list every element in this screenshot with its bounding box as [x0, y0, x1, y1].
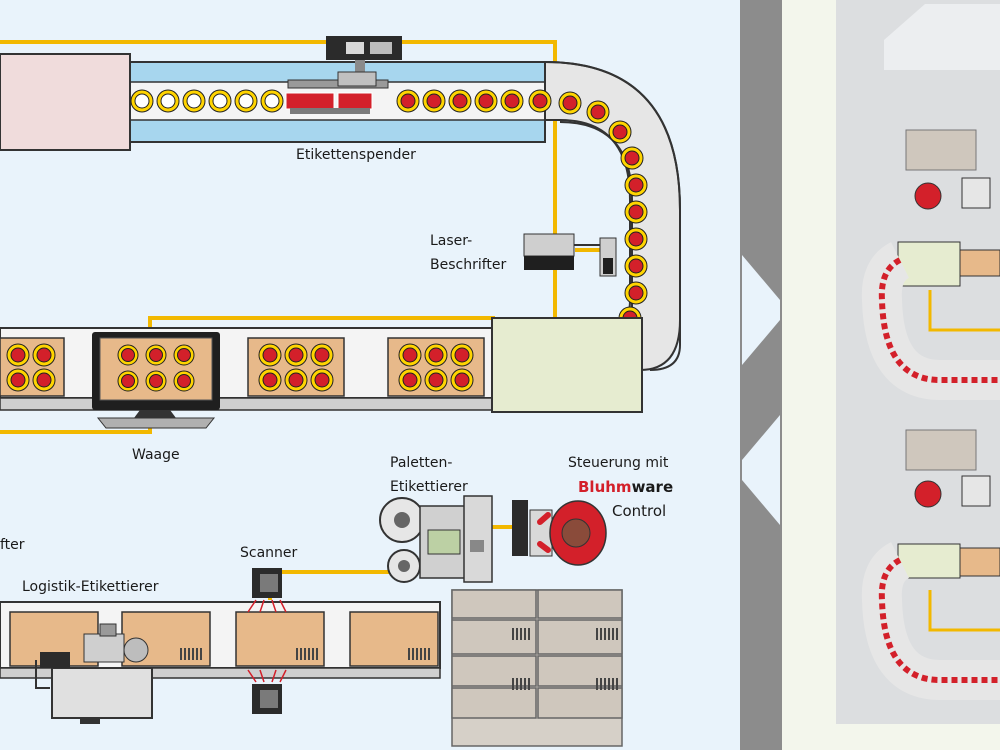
arrow-right-icon [742, 255, 780, 365]
label-scanner: Scanner [240, 545, 298, 561]
label-etikettenspender: Etikettenspender [296, 147, 416, 163]
arrow-left-icon [742, 415, 780, 525]
laser-marker-icon [523, 233, 617, 277]
carton-barcodes [180, 648, 432, 660]
section-divider [740, 0, 782, 750]
barcode-scanner-icon [247, 568, 287, 714]
label-steuerung: Steuerung mit [568, 455, 669, 471]
brand-red: Bluhm [578, 478, 632, 496]
label-control: Control [612, 502, 667, 520]
logistics-labeler-icon [35, 623, 153, 724]
control-cabinet [491, 317, 643, 413]
pallet-stack [451, 589, 623, 747]
tray-products [6, 343, 474, 392]
label-waage: Waage [132, 447, 180, 463]
label-fter: fter [0, 537, 25, 553]
label-laser-line1: Laser- [430, 233, 473, 249]
brand-black: ware [631, 478, 674, 496]
pallet-labeler-icon [379, 495, 493, 583]
label-laser-line2: Beschrifter [430, 257, 507, 273]
label-paletten-line2: Etikettierer [390, 479, 468, 495]
label-brand: Bluhmware [578, 478, 673, 496]
product-row-top [130, 89, 648, 330]
operator-at-computer-icon [512, 500, 607, 566]
label-paletten-line1: Paletten- [390, 455, 453, 471]
overview-panel [782, 0, 1000, 750]
label-logistik: Logistik-Etikettierer [22, 579, 159, 595]
scale-monitor-icon [92, 332, 220, 429]
source-machine [0, 53, 131, 151]
label-dispenser-icon [285, 36, 402, 114]
